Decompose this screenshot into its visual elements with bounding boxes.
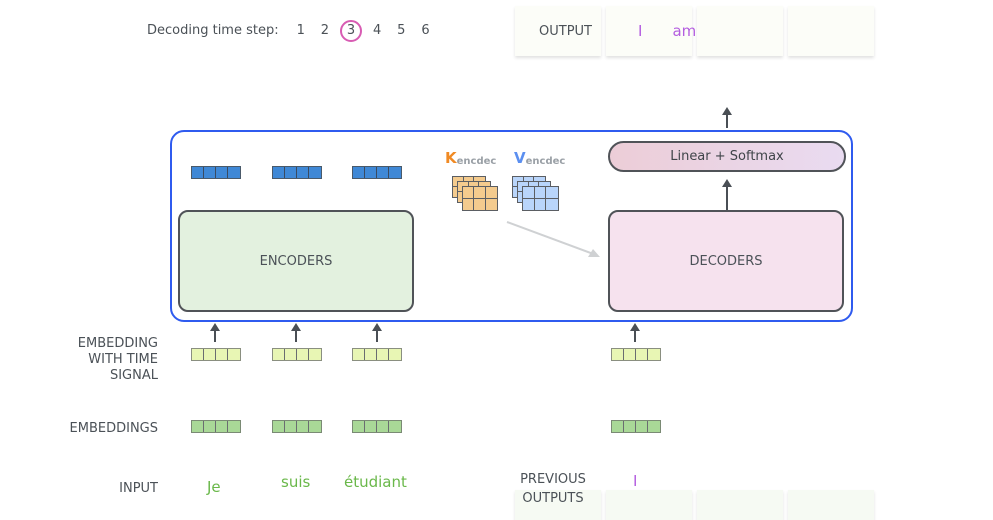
label-line: WITH TIME [88,352,158,367]
output-empty-cell [697,6,783,56]
v-subscript: encdec [525,156,566,167]
encoder-output-vector [272,166,322,179]
previous-outputs-label-cell [515,490,601,520]
previous-outputs-cell [788,490,874,520]
output-label: OUTPUT [539,23,592,39]
input-arrow-icon [372,323,382,342]
v-matrix [522,186,559,211]
kv-to-decoder-arrow-icon [506,221,600,257]
decoder-input-arrow-icon [630,323,640,342]
timestep-4[interactable]: 4 [373,23,382,38]
k-letter: K [445,149,457,167]
encoder-output-vector [352,166,402,179]
timestep-label: Decoding time step: [147,23,279,38]
previous-outputs-cell [606,490,692,520]
transformer-container [170,130,853,322]
decoders-label: DECODERS [689,253,763,269]
decoder-to-linear-arrow-icon [722,179,732,210]
input-arrow-icon [210,323,220,342]
input-word-suis: suis [281,473,311,491]
encoders-label: ENCODERS [259,253,333,269]
output-label-cell: OUTPUT [515,6,601,56]
decoders-block: DECODERS [608,210,844,312]
encoders-block: ENCODERS [178,210,414,312]
input-word-je: Je [207,478,221,496]
time-signal-embedding-vector [352,348,402,361]
output-words-cell: I am [606,6,696,56]
decoding-time-step: Decoding time step: 1 2 3 4 5 6 [147,20,435,42]
k-encdec-label: Kencdec [445,149,496,167]
embedding-vector [272,420,322,433]
decoder-time-signal-embedding-vector [611,348,661,361]
previous-outputs-label: PREVIOUS OUTPUTS [515,470,591,508]
embeddings-label: EMBEDDINGS [69,421,158,436]
label-line: OUTPUTS [522,491,584,506]
previous-outputs-cell [697,490,783,520]
embedding-with-time-signal-label: EMBEDDING WITH TIME SIGNAL [40,336,158,384]
output-word-1: I [638,22,643,40]
label-line: SIGNAL [109,368,158,383]
input-arrow-icon [291,323,301,342]
time-signal-embedding-vector [191,348,241,361]
input-word-etudiant: étudiant [344,473,407,491]
output-empty-cell [788,6,874,56]
output-arrow-icon [722,107,732,128]
timestep-2[interactable]: 2 [320,23,330,38]
output-word-2: am [672,22,697,40]
timestep-3-active[interactable]: 3 [340,20,363,42]
previous-outputs-table [515,490,879,520]
output-table: OUTPUT I am [515,6,879,56]
linear-softmax-block: Linear + Softmax [608,141,846,172]
embedding-vector [191,420,241,433]
label-line: PREVIOUS [520,472,586,487]
encoder-output-vector [191,166,241,179]
previous-output-word-1: I [633,472,638,490]
embedding-vector [352,420,402,433]
timestep-5[interactable]: 5 [397,23,406,38]
input-label: INPUT [119,481,158,496]
k-matrix [462,186,498,211]
time-signal-embedding-vector [272,348,322,361]
v-letter: V [514,149,526,167]
v-encdec-label: Vencdec [514,149,565,167]
label-line: EMBEDDING [77,336,158,351]
linear-softmax-label: Linear + Softmax [670,149,784,164]
timestep-6[interactable]: 6 [421,23,430,38]
timestep-1[interactable]: 1 [296,23,305,38]
decoder-embedding-vector [611,420,661,433]
k-subscript: encdec [456,156,497,167]
